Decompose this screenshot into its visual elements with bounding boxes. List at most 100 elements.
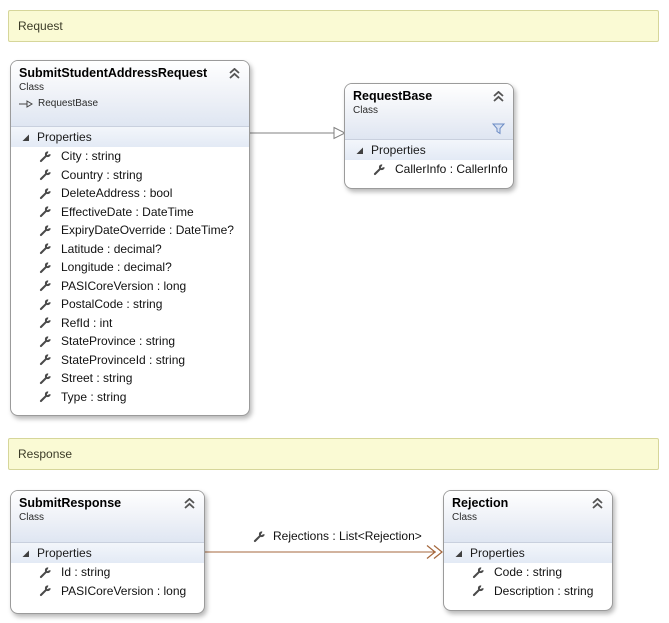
- class-box-request-base[interactable]: RequestBase Class Properties CallerInfo …: [344, 83, 514, 189]
- class-header: RequestBase Class: [345, 84, 513, 140]
- property-row[interactable]: StateProvince : string: [11, 332, 249, 351]
- inheritance-connector[interactable]: [250, 123, 346, 143]
- class-title: SubmitStudentAddressRequest: [19, 66, 208, 80]
- association-connector[interactable]: [205, 544, 444, 560]
- property-row[interactable]: RefId : int: [11, 314, 249, 333]
- properties-list: Code : string Description : string: [444, 563, 612, 600]
- wrench-icon: [39, 391, 51, 403]
- properties-section-label: Properties: [470, 546, 525, 560]
- class-header: SubmitResponse Class: [11, 491, 204, 543]
- property-row[interactable]: DeleteAddress : bool: [11, 184, 249, 203]
- expander-triangle-icon: [356, 147, 363, 154]
- properties-section-label: Properties: [371, 143, 426, 157]
- wrench-icon: [39, 373, 51, 384]
- base-type-row[interactable]: RequestBase: [19, 98, 241, 109]
- association-label[interactable]: Rejections : List<Rejection>: [253, 529, 422, 543]
- wrench-icon: [472, 585, 484, 597]
- wrench-icon: [39, 188, 51, 199]
- property-label: Street : string: [61, 371, 133, 386]
- inheritance-arrowhead-icon: [333, 126, 346, 140]
- expander-triangle-icon: [22, 550, 29, 557]
- expander-triangle-icon: [455, 550, 462, 557]
- property-row[interactable]: PASICoreVersion : long: [11, 277, 249, 296]
- class-box-submit-student-address-request[interactable]: SubmitStudentAddressRequest Class Reques…: [10, 60, 250, 416]
- properties-section-header[interactable]: Properties: [11, 127, 249, 147]
- wrench-icon: [39, 169, 51, 181]
- property-label: Id : string: [61, 565, 111, 580]
- property-label: PASICoreVersion : long: [61, 583, 187, 598]
- property-row[interactable]: Latitude : decimal?: [11, 240, 249, 259]
- wrench-icon: [39, 317, 51, 329]
- property-row[interactable]: Street : string: [11, 369, 249, 388]
- properties-section-header[interactable]: Properties: [444, 543, 612, 563]
- collapse-chevron-icon[interactable]: [228, 68, 241, 79]
- wrench-icon: [39, 336, 51, 347]
- property-row[interactable]: Description : string: [444, 582, 612, 601]
- property-label: Country : string: [61, 167, 143, 182]
- association-arrowhead-icon: [433, 545, 443, 559]
- property-row[interactable]: CallerInfo : CallerInfo: [345, 160, 513, 179]
- property-label: Type : string: [61, 389, 127, 404]
- properties-section-header[interactable]: Properties: [345, 140, 513, 160]
- group-band-request[interactable]: Request: [8, 10, 659, 42]
- class-kind-label: Class: [353, 105, 379, 116]
- wrench-icon: [39, 243, 51, 255]
- properties-list: City : string Country : string DeleteAdd…: [11, 147, 249, 406]
- property-row[interactable]: Id : string: [11, 563, 204, 582]
- class-header: Rejection Class: [444, 491, 612, 543]
- property-label: DeleteAddress : bool: [61, 186, 173, 201]
- class-box-submit-response[interactable]: SubmitResponse Class Properties Id : str…: [10, 490, 205, 614]
- class-title: Rejection: [452, 496, 509, 510]
- property-label: Longitude : decimal?: [61, 260, 172, 275]
- property-label: ExpiryDateOverride : DateTime?: [61, 223, 234, 238]
- wrench-icon: [39, 151, 51, 162]
- properties-section-label: Properties: [37, 130, 92, 144]
- property-row[interactable]: Code : string: [444, 563, 612, 582]
- collapse-chevron-icon[interactable]: [492, 91, 505, 102]
- base-type-label: RequestBase: [38, 98, 99, 109]
- class-title: SubmitResponse: [19, 496, 122, 510]
- properties-section-header[interactable]: Properties: [11, 543, 204, 563]
- property-label: EffectiveDate : DateTime: [61, 204, 194, 219]
- property-label: Latitude : decimal?: [61, 241, 162, 256]
- property-row[interactable]: City : string: [11, 147, 249, 166]
- wrench-icon: [39, 225, 51, 236]
- property-row[interactable]: Country : string: [11, 166, 249, 185]
- property-label: StateProvinceId : string: [61, 352, 186, 367]
- group-band-request-label: Request: [18, 19, 63, 33]
- wrench-icon: [39, 206, 51, 218]
- property-row[interactable]: EffectiveDate : DateTime: [11, 203, 249, 222]
- collapse-chevron-icon[interactable]: [183, 498, 196, 509]
- expander-triangle-icon: [22, 134, 29, 141]
- collapse-chevron-icon[interactable]: [591, 498, 604, 509]
- properties-list: CallerInfo : CallerInfo: [345, 160, 513, 179]
- property-row[interactable]: Type : string: [11, 388, 249, 407]
- filter-icon[interactable]: [492, 123, 505, 135]
- properties-list: Id : string PASICoreVersion : long: [11, 563, 204, 600]
- wrench-icon: [39, 280, 51, 292]
- property-row[interactable]: ExpiryDateOverride : DateTime?: [11, 221, 249, 240]
- property-label: StateProvince : string: [61, 334, 176, 349]
- property-label: PostalCode : string: [61, 297, 163, 312]
- class-kind-label: Class: [19, 82, 45, 93]
- wrench-icon: [373, 164, 385, 175]
- class-box-rejection[interactable]: Rejection Class Properties Code : string: [443, 490, 613, 611]
- inherits-arrow-icon: [19, 99, 33, 108]
- property-row[interactable]: Longitude : decimal?: [11, 258, 249, 277]
- property-row[interactable]: PASICoreVersion : long: [11, 582, 204, 601]
- property-label: City : string: [61, 149, 122, 164]
- property-label: CallerInfo : CallerInfo: [395, 162, 508, 177]
- properties-section-label: Properties: [37, 546, 92, 560]
- class-kind-label: Class: [19, 512, 45, 523]
- property-row[interactable]: PostalCode : string: [11, 295, 249, 314]
- wrench-icon: [39, 585, 51, 597]
- property-label: Code : string: [494, 565, 563, 580]
- property-label: PASICoreVersion : long: [61, 278, 187, 293]
- wrench-icon: [472, 567, 484, 578]
- group-band-response[interactable]: Response: [8, 438, 659, 470]
- wrench-icon: [39, 299, 51, 310]
- association-label-text: Rejections : List<Rejection>: [273, 529, 422, 543]
- property-row[interactable]: StateProvinceId : string: [11, 351, 249, 370]
- wrench-icon: [253, 530, 265, 542]
